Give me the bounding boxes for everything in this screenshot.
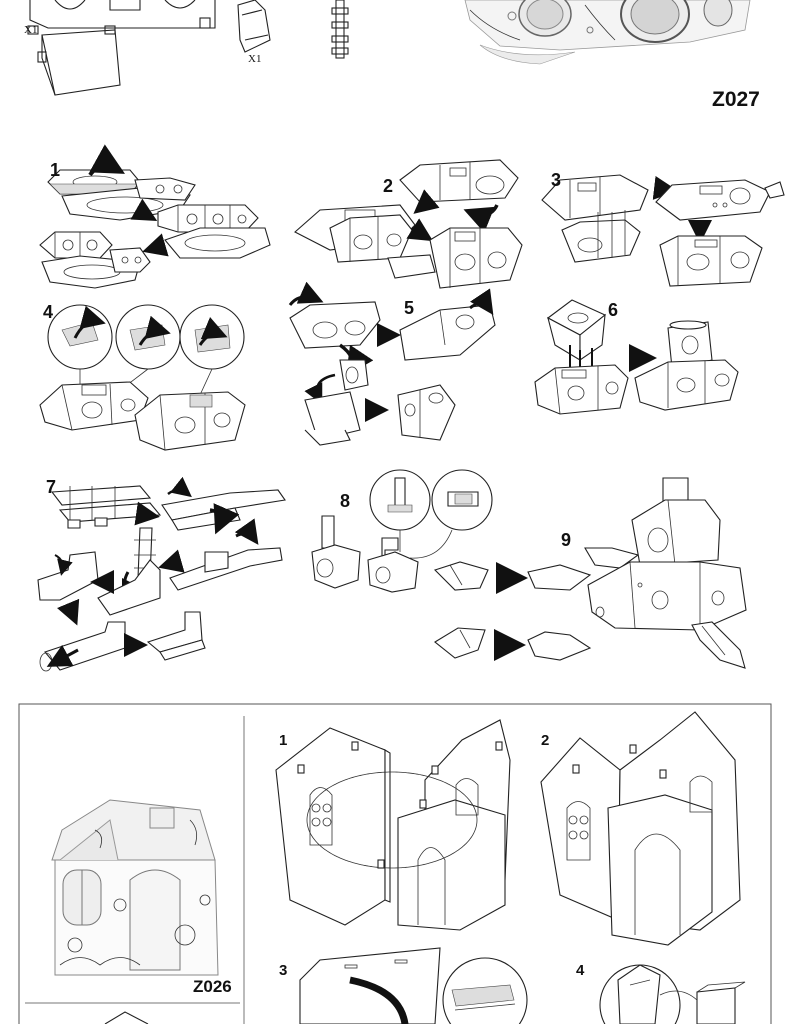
submarine-step-1-illustration (39, 144, 271, 289)
submarine-step-9-illustration (433, 477, 747, 669)
step-number-7: 7 (46, 477, 57, 497)
submarine-photo (464, 0, 751, 65)
house-panel-frame (18, 703, 772, 1024)
house-photo (51, 799, 219, 976)
submarine-step-6-illustration (534, 299, 739, 415)
step-number-6: 6 (608, 300, 619, 320)
step-number-5: 5 (404, 298, 415, 318)
submarine-step-3-illustration (541, 174, 785, 287)
house-step-number-2: 2 (541, 732, 550, 749)
house-step-3-illustration (299, 947, 528, 1024)
house-step-number-3: 3 (279, 962, 288, 979)
house-step-number-1: 1 (279, 732, 288, 749)
house-step-2-illustration (540, 711, 741, 946)
submarine-step-2-illustration (294, 159, 523, 289)
multiplier-label: X1 (24, 24, 38, 36)
step-number-3: 3 (551, 170, 562, 190)
house-step-number-4: 4 (576, 962, 585, 979)
submarine-step-5-illustration (288, 281, 496, 446)
house-step-4-illustration (599, 964, 746, 1024)
submarine-step-8-illustration (311, 469, 493, 593)
submarine-step-4-illustration (39, 304, 246, 451)
step-number-4: 4 (43, 302, 54, 322)
step-number-8: 8 (340, 491, 351, 511)
house-step-1-illustration (275, 719, 511, 931)
step-number-9: 9 (561, 530, 572, 550)
step-number-2: 2 (383, 176, 394, 196)
model-code-z027: Z027 (712, 88, 760, 111)
submarine-step-7-illustration (37, 476, 286, 672)
model-code-z026: Z026 (193, 977, 232, 996)
multiplier-label: X1 (248, 53, 262, 65)
step-number-1: 1 (50, 160, 61, 180)
top-piece-panels (27, 0, 349, 96)
